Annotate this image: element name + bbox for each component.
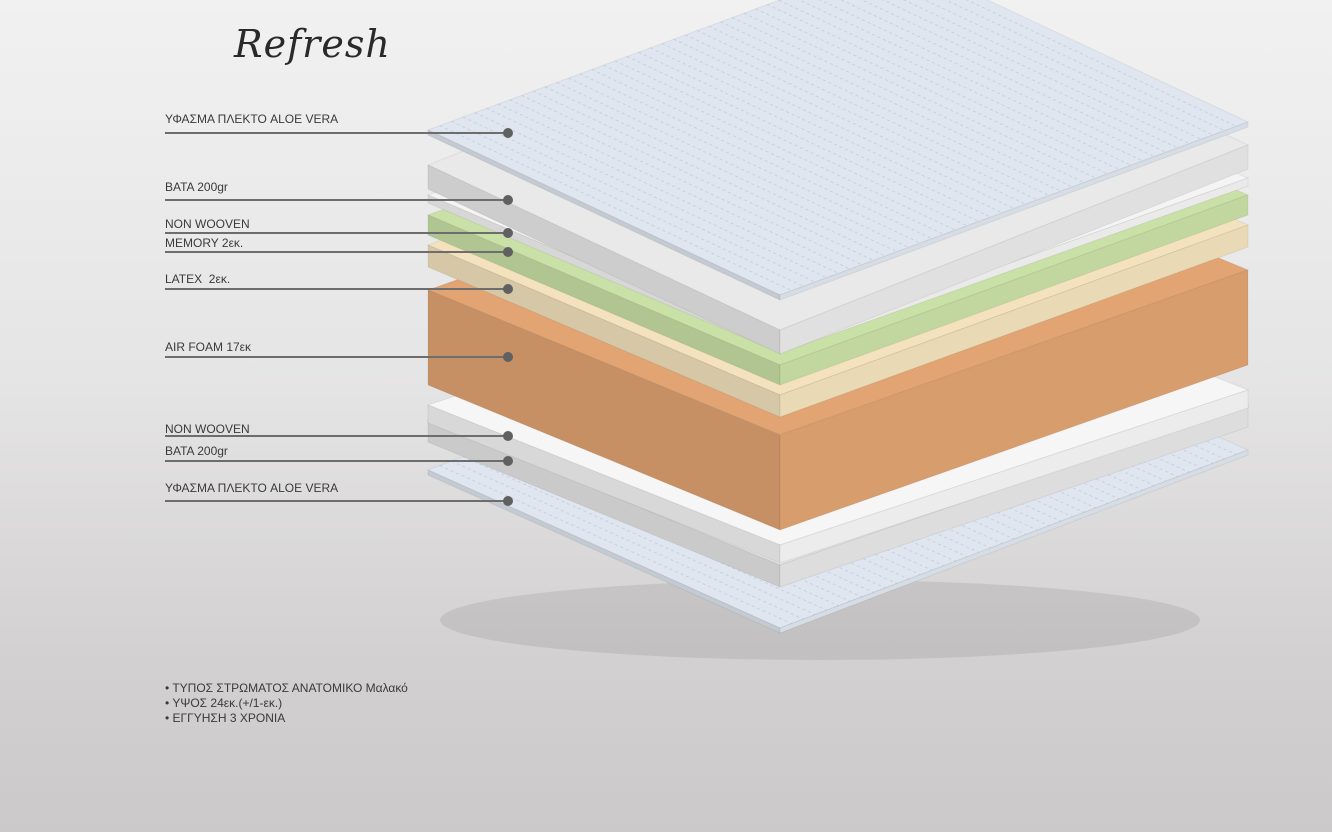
leader-dot — [503, 228, 513, 238]
quilt-pattern — [579, 73, 933, 240]
quilt-pattern — [661, 43, 1015, 209]
quilt-pattern — [509, 99, 863, 266]
layer-right-side — [779, 224, 1249, 418]
quilt-pattern — [819, 0, 1155, 158]
quilt-pattern — [965, 0, 1237, 127]
layer-right-side — [779, 194, 1249, 386]
quilt-pattern — [591, 68, 945, 235]
feature-list: • ΤΥΠΟΣ ΣΤΡΩΜΑΤΟΣ ΑΝΑΤΟΜΙΚΟ Μαλακό • ΥΨΟ… — [165, 681, 408, 726]
quilt-pattern — [533, 90, 886, 257]
layer-label: BATA 200gr — [165, 180, 228, 194]
quilt-pattern — [614, 60, 968, 227]
leader-dot — [503, 128, 513, 138]
quilt-pattern — [673, 38, 1026, 205]
quilt-pattern — [462, 116, 816, 283]
quilt-pattern — [743, 12, 1097, 179]
quilt-pattern — [731, 17, 1085, 184]
quilt-pattern — [451, 120, 804, 287]
quilt-pattern — [556, 81, 909, 248]
quilt-pattern — [439, 465, 792, 625]
layer-label: NON WOOVEN — [165, 217, 250, 231]
product-title: Refresh — [234, 22, 391, 66]
quilt-pattern — [474, 112, 828, 279]
quilt-pattern — [568, 77, 921, 244]
quilt-pattern — [626, 56, 980, 222]
quilt-pattern — [778, 0, 1132, 166]
quilt-pattern — [462, 456, 816, 616]
quilt-pattern — [685, 34, 1038, 201]
layer-label: ΥΦΑΣΜΑ ΠΛΕΚΤΟ ALOE VERA — [165, 112, 339, 126]
layer-label: MEMORY 2εκ. — [165, 236, 244, 250]
quilt-pattern — [767, 4, 1120, 171]
leader-dot — [503, 352, 513, 362]
layer-label: AIR FOAM 17εκ — [165, 340, 252, 354]
feature-warranty: • ΕΓΓΥΗΣΗ 3 ΧΡΟΝΙΑ — [165, 711, 286, 725]
quilt-pattern — [603, 64, 956, 231]
layer-label: NON WOOVEN — [165, 422, 250, 436]
quilt-pattern — [720, 21, 1073, 188]
quilt-pattern — [521, 94, 874, 261]
layer-label: ΥΦΑΣΜΑ ΠΛΕΚΤΟ ALOE VERA — [165, 481, 339, 495]
quilt-pattern — [923, 0, 1214, 136]
layer-label: LATEX 2εκ. — [165, 272, 231, 286]
quilt-pattern — [650, 47, 1003, 214]
layer-right-side — [779, 449, 1249, 634]
leader-dot — [503, 456, 513, 466]
quilt-pattern — [497, 103, 851, 270]
quilt-pattern — [755, 8, 1108, 175]
feature-type: • ΤΥΠΟΣ ΣΤΡΩΜΑΤΟΣ ΑΝΑΤΟΜΙΚΟ Μαλακό — [165, 681, 408, 695]
quilt-pattern — [439, 125, 792, 292]
layer-right-side — [779, 121, 1249, 301]
quilt-pattern — [860, 0, 1179, 149]
layer-right-side — [779, 389, 1249, 564]
leader-dot — [503, 431, 513, 441]
leader-dot — [503, 284, 513, 294]
quilt-pattern — [944, 0, 1225, 132]
quilt-pattern — [840, 0, 1167, 153]
quilt-pattern — [696, 30, 1050, 196]
quilt-pattern — [544, 86, 898, 253]
quilt-pattern — [638, 51, 991, 218]
layer-right-side — [779, 144, 1249, 355]
leader-dot — [503, 195, 513, 205]
quilt-pattern — [902, 0, 1202, 140]
quilt-pattern — [451, 460, 804, 620]
quilt-pattern — [881, 0, 1190, 145]
layer-right-side — [779, 269, 1249, 531]
feature-height: • ΥΨΟΣ 24εκ.(+/1-εκ.) — [165, 696, 283, 710]
leader-dot — [503, 496, 513, 506]
quilt-pattern — [486, 107, 839, 274]
leader-dot — [503, 247, 513, 257]
quilt-pattern — [798, 0, 1143, 162]
quilt-pattern — [708, 25, 1062, 192]
layer-label: BATA 200gr — [165, 444, 228, 458]
shadow — [440, 580, 1200, 660]
